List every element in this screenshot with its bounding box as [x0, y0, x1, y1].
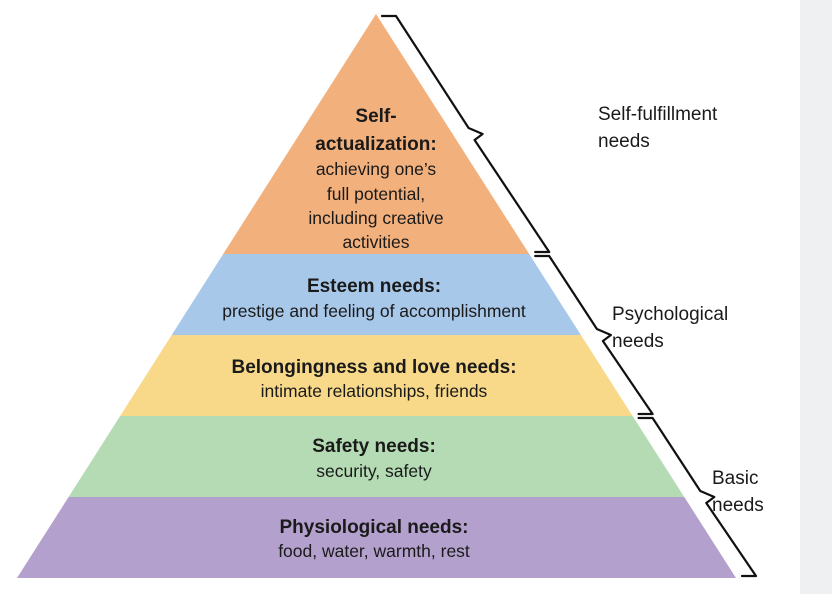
pyramid-band-2: [171, 254, 581, 335]
level-3-title: Belongingness and love needs:: [231, 357, 516, 378]
pyramid-band-5: [17, 497, 736, 578]
pyramid-level-1: Self-actualization: achieving one’s full p…: [223, 14, 530, 254]
pyramid-band-4: [68, 416, 685, 497]
group-label: Self-fulfillment: [598, 104, 718, 125]
group-label: needs: [612, 331, 664, 352]
level-1-description: full potential,: [327, 184, 425, 204]
side-panel: [800, 0, 832, 594]
pyramid-band-3: [120, 335, 633, 416]
group-label: needs: [598, 131, 650, 152]
bracket-group-3: Basic needs: [637, 416, 764, 578]
level-2-description: prestige and feeling of accomplishment: [222, 301, 526, 321]
level-3-description: intimate relationships, friends: [261, 381, 488, 401]
level-1-description: activities: [342, 232, 409, 252]
pyramid-level-2: Esteem needs: prestige and feeling of acc…: [171, 254, 581, 335]
group-label: Psychological: [612, 304, 728, 325]
level-1-title: Self-: [355, 106, 396, 127]
level-5-description: food, water, warmth, rest: [278, 541, 470, 561]
level-1-description: including creative: [308, 208, 443, 228]
level-5-title: Physiological needs:: [280, 517, 469, 538]
brace-icon: [534, 254, 654, 416]
pyramid-level-5: Physiological needs: food, water, warmth,…: [17, 497, 736, 578]
level-4-description: security, safety: [316, 461, 432, 481]
bracket-group-2: Psychological needs: [534, 254, 728, 416]
level-4-title: Safety needs:: [312, 436, 436, 457]
pyramid-band-1: [223, 14, 530, 254]
level-2-title: Esteem needs:: [307, 276, 441, 297]
level-1-title: actualization:: [315, 134, 436, 155]
group-label: Basic: [712, 468, 758, 489]
group-label: needs: [712, 495, 764, 516]
pyramid-level-4: Safety needs: security, safety: [68, 416, 685, 497]
level-1-description: achieving one’s: [316, 159, 437, 179]
brace-icon: [380, 14, 551, 254]
brace-icon: [637, 416, 758, 578]
bracket-group-1: Self-fulfillment needs: [380, 14, 718, 254]
pyramid-level-3: Belongingness and love needs: intimate re…: [120, 335, 633, 416]
